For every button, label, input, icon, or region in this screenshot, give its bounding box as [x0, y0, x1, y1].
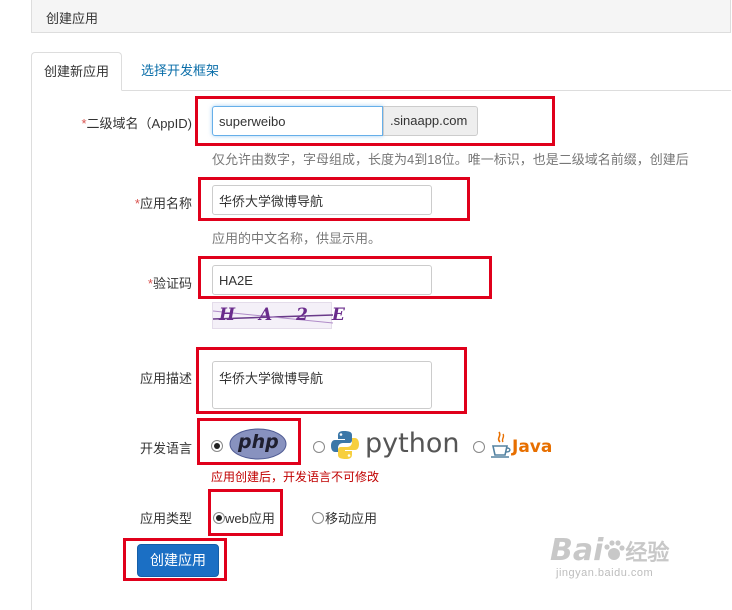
create-app-button[interactable]: 创建应用 [137, 544, 219, 577]
app-name-input[interactable] [212, 185, 432, 215]
tab-bar: 创建新应用 选择开发框架 [31, 52, 731, 91]
java-logo[interactable]: Java [490, 430, 552, 462]
language-python-radio[interactable] [313, 441, 325, 453]
appid-domain-suffix: .sinaapp.com [383, 106, 478, 136]
captcha-input[interactable] [212, 265, 432, 295]
language-php-radio[interactable] [211, 440, 223, 452]
appid-input[interactable] [212, 106, 383, 136]
watermark-url: jingyan.baidu.com [556, 567, 654, 579]
language-label: 开发语言 [139, 441, 192, 456]
app-name-help: 应用的中文名称，供显示用。 [212, 231, 382, 246]
php-logo[interactable]: php [229, 428, 287, 460]
app-type-web-radio[interactable] [213, 512, 225, 524]
highlight-submit [123, 538, 227, 581]
desc-textarea[interactable]: 华侨大学微博导航 [212, 361, 432, 409]
page-header: 创建应用 [31, 0, 731, 33]
watermark-brand: Bai 经验 [550, 533, 669, 568]
tab-choose-framework[interactable]: 选择开发框架 [141, 63, 220, 78]
app-type-mobile-label[interactable]: 移动应用 [325, 511, 378, 526]
form-panel [31, 90, 732, 610]
captcha-text: H A 2 E [219, 305, 354, 325]
python-logo[interactable]: python [329, 428, 459, 461]
tab-create-new-app[interactable]: 创建新应用 [31, 52, 123, 91]
python-logo-text: python [365, 428, 460, 459]
highlight-app-name [198, 177, 470, 221]
java-logo-text: Java [512, 437, 553, 457]
page-title: 创建应用 [46, 11, 99, 26]
language-warning: 应用创建后，开发语言不可修改 [211, 470, 380, 484]
paw-icon [604, 540, 626, 560]
language-java-radio[interactable] [473, 441, 485, 453]
watermark-brand2-text: 经验 [625, 541, 670, 566]
highlight-app-type [208, 489, 283, 536]
app-name-label: *应用名称 [134, 196, 192, 211]
watermark-brand-text: Bai [550, 533, 604, 568]
python-snake-icon [331, 431, 359, 459]
highlight-language [197, 418, 301, 465]
captcha-label: *验证码 [147, 276, 192, 291]
desc-label: 应用描述 [139, 371, 192, 386]
highlight-desc [196, 347, 467, 414]
php-logo-text: php [238, 431, 279, 453]
app-type-mobile-radio[interactable] [312, 512, 324, 524]
highlight-captcha [198, 256, 492, 299]
captcha-image[interactable]: H A 2 E [212, 302, 345, 329]
captcha-noise-icon [212, 310, 334, 324]
highlight-appid [195, 96, 555, 146]
php-logo-icon [229, 428, 287, 460]
app-type-label: 应用类型 [139, 511, 192, 526]
java-cup-icon [491, 431, 511, 458]
appid-help: 仅允许由数字，字母组成，长度为4到18位。唯一标识，也是二级域名前缀，创建后 [212, 152, 689, 167]
app-type-web-label[interactable]: web应用 [225, 511, 275, 526]
appid-label: *二级域名（AppID) [81, 116, 192, 131]
